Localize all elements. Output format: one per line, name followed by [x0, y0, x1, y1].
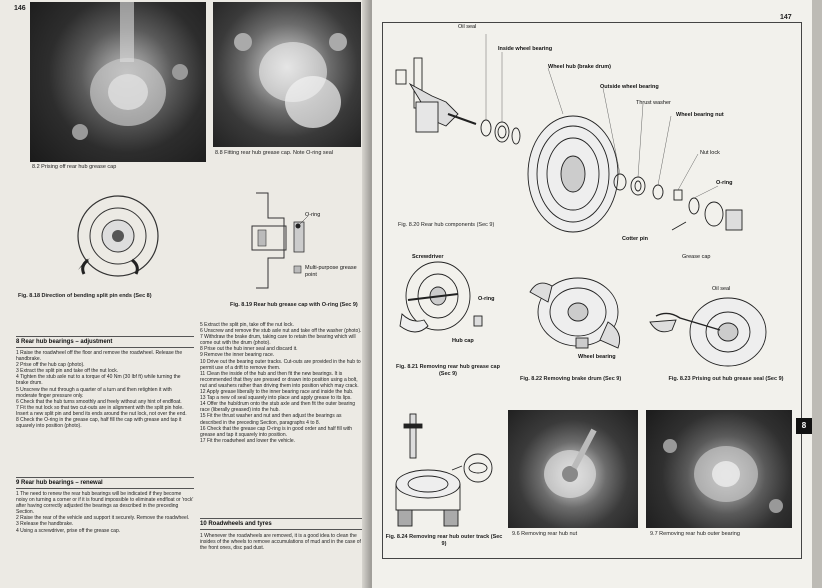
grease-cap-oring-diagram: [251, 192, 309, 289]
s8-p2: 2 Prise off the hub cap (photo).: [16, 362, 85, 369]
label-wheel-hub: Wheel hub (brake drum): [548, 64, 611, 70]
label-oil-seal: Oil seal: [458, 24, 477, 30]
s8-p7: 7 Fit the nut lock so that two cut-outs …: [16, 404, 187, 417]
s8-p4: 4 Tighten the stub axle nut to a torque …: [16, 374, 181, 387]
caption-9-7: 9.7 Removing rear hub outer bearing: [650, 531, 740, 537]
exploded-hub-diagram: [395, 34, 743, 233]
hub-photo-graphic: [72, 2, 188, 140]
label-cotter-pin: Cotter pin: [622, 236, 648, 242]
caption-8-2: 8.2 Prising off rear hub grease cap: [32, 164, 117, 170]
caption-8-23: Fig. 8.23 Prising out hub grease seal (S…: [668, 376, 784, 382]
caption-9-6: 9.6 Removing rear hub nut: [512, 531, 578, 537]
s9-p1: 1 The need to renew the rear hub bearing…: [16, 491, 194, 516]
caption-8-18: Fig. 8.18 Direction of bending split pin…: [18, 293, 152, 299]
section-8-body: 1 Raise the roadwheel off the floor and …: [16, 350, 194, 429]
label-wheel-nut: Wheel bearing nut: [676, 112, 724, 118]
c2-p12: 12 Apply grease liberally to the inner b…: [200, 389, 354, 396]
label-fig823-oil-seal: Oil seal: [712, 286, 731, 292]
c2-p14: 14 Offer the hub/drum onto the stub axle…: [200, 401, 356, 414]
c2-p6: 6 Unscrew and remove the stub axle nut a…: [200, 328, 362, 335]
caption-8-20: Fig. 8.20 Rear hub components (Sec 9): [398, 222, 495, 228]
caption-8-8: 8.8 Fitting rear hub grease cap. Note O-…: [215, 150, 334, 156]
label-inside-bearing: Inside wheel bearing: [498, 46, 553, 52]
c2-p11: 11 Clean the inside of the hub and then …: [200, 370, 359, 389]
section-10-heading: 10 Roadwheels and tyres: [200, 518, 362, 530]
left-page-number: 146: [14, 5, 26, 12]
s9-p3: 3 Release the handbrake.: [16, 521, 74, 528]
c2-p15: 15 Fit the thrust washer and nut and the…: [200, 413, 342, 426]
label-nut-lock: Nut lock: [700, 150, 720, 156]
s9-p2: 2 Raise the rear of the vehicle and supp…: [16, 515, 190, 522]
s8-p5: 5 Unscrew the nut through a quarter of a…: [16, 386, 172, 399]
right-page-number: 147: [780, 14, 792, 21]
label-fig821-oring: O-ring: [478, 296, 495, 302]
c2-p13: 13 Tap a new oil seal squarely into plac…: [200, 395, 352, 402]
s8-p6: 6 Check that the hub turns smoothly and …: [16, 398, 182, 405]
photo-prising-grease-cap: [30, 2, 206, 162]
label-o-ring: O-ring: [716, 180, 733, 186]
c2-p16: 16 Check that the grease cap O-ring is i…: [200, 425, 353, 438]
s9-p4: 4 Using a screwdriver, prise off the gre…: [16, 527, 121, 534]
photo-9-6-graphic: [544, 428, 597, 498]
c2-p17: 17 Fit the roadwheel and lower the vehic…: [200, 437, 296, 444]
caption-8-22: Fig. 8.22 Removing brake drum (Sec 9): [520, 376, 622, 382]
section-10-body: 1 Whenever the roadwheels are removed, i…: [200, 533, 361, 552]
grease-cap-removal-diagram: [399, 261, 483, 333]
c2-p5: 5 Extract the split pin, take off the nu…: [200, 322, 294, 328]
split-pin-diagram: [77, 195, 159, 277]
photo-removing-hub-nut: [508, 410, 638, 528]
c2-p7: 7 Withdraw the brake drum, taking care t…: [200, 334, 356, 347]
caption-8-19: Fig. 8.19 Rear hub grease cap with O-rin…: [230, 302, 358, 308]
section-9-body: 1 The need to renew the rear hub bearing…: [16, 491, 194, 534]
section-tab: 8: [796, 418, 812, 434]
s8-p1: 1 Raise the roadwheel off the floor and …: [16, 350, 183, 363]
photo-fitting-grease-cap: [213, 2, 361, 147]
caption-8-24: Fig. 8.24 Removing rear hub outer track …: [385, 534, 503, 547]
figure-frame: [382, 22, 802, 559]
label-hub-cap: Hub cap: [452, 338, 474, 344]
seal-prising-diagram: [649, 297, 767, 367]
c2-p9: 9 Remove the inner bearing race.: [200, 352, 275, 359]
photo-removing-outer-bearing: [646, 410, 792, 528]
section-9-heading: 9 Rear hub bearings – renewal: [16, 477, 194, 489]
section-8-heading: 8 Rear hub bearings – adjustment: [16, 336, 194, 348]
label-oring: O-ring: [305, 212, 321, 218]
c2-p10: 10 Drive out the bearing outer tracks. C…: [200, 358, 361, 371]
label-grease-point: Multi-purpose grease point: [305, 265, 357, 278]
hub-photo-graphic-2: [234, 33, 347, 128]
outer-track-removal-diagram: [395, 413, 493, 527]
label-wheel-bearing: Wheel bearing: [578, 354, 616, 360]
s8-p3: 3 Extract the split pin and take off the…: [16, 368, 119, 375]
page-edge: [812, 0, 822, 588]
photo-9-7-graphic: [663, 439, 783, 513]
label-grease-cap: Grease cap: [682, 254, 711, 260]
label-screwdriver: Screwdriver: [412, 254, 444, 260]
label-thrust-washer: Thrust washer: [636, 100, 671, 106]
c2-p8: 8 Prise out the hub inner seal and disca…: [200, 346, 298, 353]
label-outside-bearing: Outside wheel bearing: [600, 84, 659, 90]
brake-drum-removal-diagram: [529, 277, 621, 349]
column-2-body: 5 Extract the split pin, take off the nu…: [200, 322, 362, 444]
s8-p8: 8 Check the O-ring in the grease cap, ha…: [16, 417, 182, 430]
caption-8-21: Fig. 8.21 Removing rear hub grease cap (…: [396, 364, 500, 377]
